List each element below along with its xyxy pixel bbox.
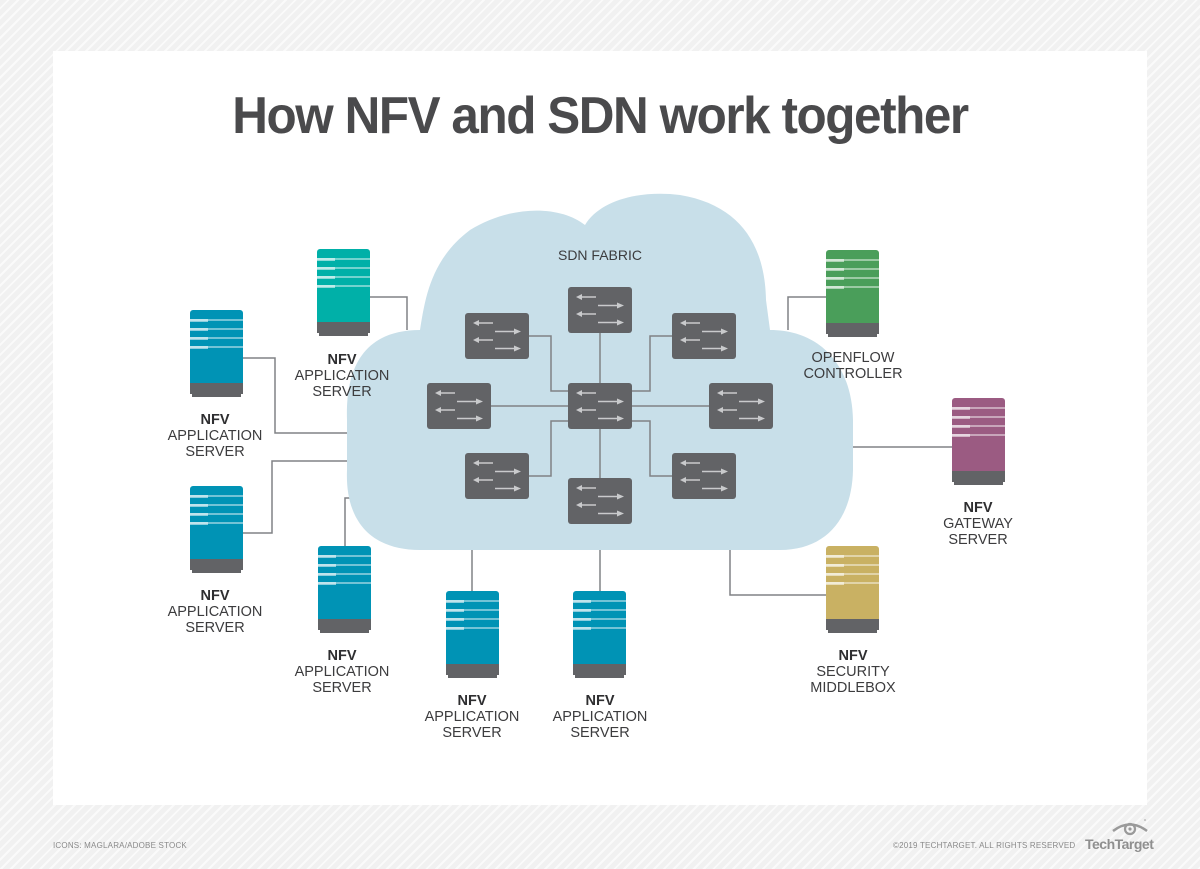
network-switch-icon — [568, 383, 632, 429]
connection-line-openflow-controller — [787, 296, 826, 330]
network-switch-icon — [709, 383, 773, 429]
connection-lines — [243, 296, 952, 596]
node-type-label: NFV — [327, 352, 357, 368]
app-server-top-server-icon — [317, 249, 370, 336]
connection-line-app-server-left-2 — [243, 460, 347, 534]
connection-line-app-server-left-1 — [243, 357, 347, 434]
techtarget-eye-icon — [1112, 819, 1148, 836]
servers — [190, 249, 1005, 678]
node-type-label: NFV — [200, 412, 230, 428]
node-name-label: APPLICATION — [552, 709, 648, 725]
node-name-label: APPLICATION — [294, 664, 390, 680]
network-switch-icon — [568, 478, 632, 524]
network-switch-icon — [465, 313, 529, 359]
connection-line-security-middlebox — [729, 550, 826, 596]
sdn-fabric-label: SDN FABRIC — [558, 247, 642, 263]
openflow-controller-server-icon — [826, 250, 879, 337]
node-name-label: APPLICATION — [424, 709, 520, 725]
node-name-label: SERVER — [442, 725, 502, 741]
node-type-label: NFV — [585, 693, 615, 709]
security-middlebox-server-icon — [826, 546, 879, 633]
node-type-label: NFV — [200, 588, 230, 604]
app-server-bottom-2-server-icon — [446, 591, 499, 678]
node-name-label: SERVER — [185, 444, 245, 460]
node-name-label: MIDDLEBOX — [810, 680, 896, 696]
node-name-label: APPLICATION — [294, 368, 390, 384]
fabric-link — [529, 420, 568, 477]
app-server-left-1-server-icon — [190, 310, 243, 397]
network-switch-icon — [427, 383, 491, 429]
icon-credit: ICONS: MAGLARA/ADOBE STOCK — [53, 841, 187, 850]
node-name-label: SERVER — [312, 384, 372, 400]
node-name-label: SERVER — [185, 620, 245, 636]
techtarget-logo: TechTarget — [1085, 836, 1154, 852]
node-type-label: NFV — [327, 648, 357, 664]
app-server-left-2-server-icon — [190, 486, 243, 573]
network-switch-icon — [568, 287, 632, 333]
page-title: How NFV and SDN work together — [232, 87, 969, 145]
node-name-label: SERVER — [570, 725, 630, 741]
node-type-label: NFV — [838, 648, 868, 664]
connection-line-app-server-top — [370, 296, 408, 330]
node-type-label: NFV — [457, 693, 487, 709]
copyright-text: ©2019 TECHTARGET. ALL RIGHTS RESERVED — [893, 841, 1076, 850]
node-name-label: SERVER — [312, 680, 372, 696]
network-switch-icon — [672, 453, 736, 499]
fabric-link — [529, 335, 568, 392]
node-type-label: NFV — [963, 500, 993, 516]
network-switch-icon — [465, 453, 529, 499]
network-switch-icon — [672, 313, 736, 359]
app-server-bottom-1-server-icon — [318, 546, 371, 633]
app-server-bottom-3-server-icon — [573, 591, 626, 678]
node-name-label: SECURITY — [816, 664, 890, 680]
node-name-label: APPLICATION — [167, 604, 263, 620]
fabric-link — [632, 420, 672, 477]
node-name-label: APPLICATION — [167, 428, 263, 444]
node-name-label: GATEWAY — [943, 516, 1013, 532]
gateway-server-server-icon — [952, 398, 1005, 485]
node-name-label: CONTROLLER — [803, 366, 903, 382]
switches — [427, 287, 773, 524]
fabric-link — [632, 335, 672, 392]
node-name-label: OPENFLOW — [811, 350, 895, 366]
node-name-label: SERVER — [948, 532, 1008, 548]
